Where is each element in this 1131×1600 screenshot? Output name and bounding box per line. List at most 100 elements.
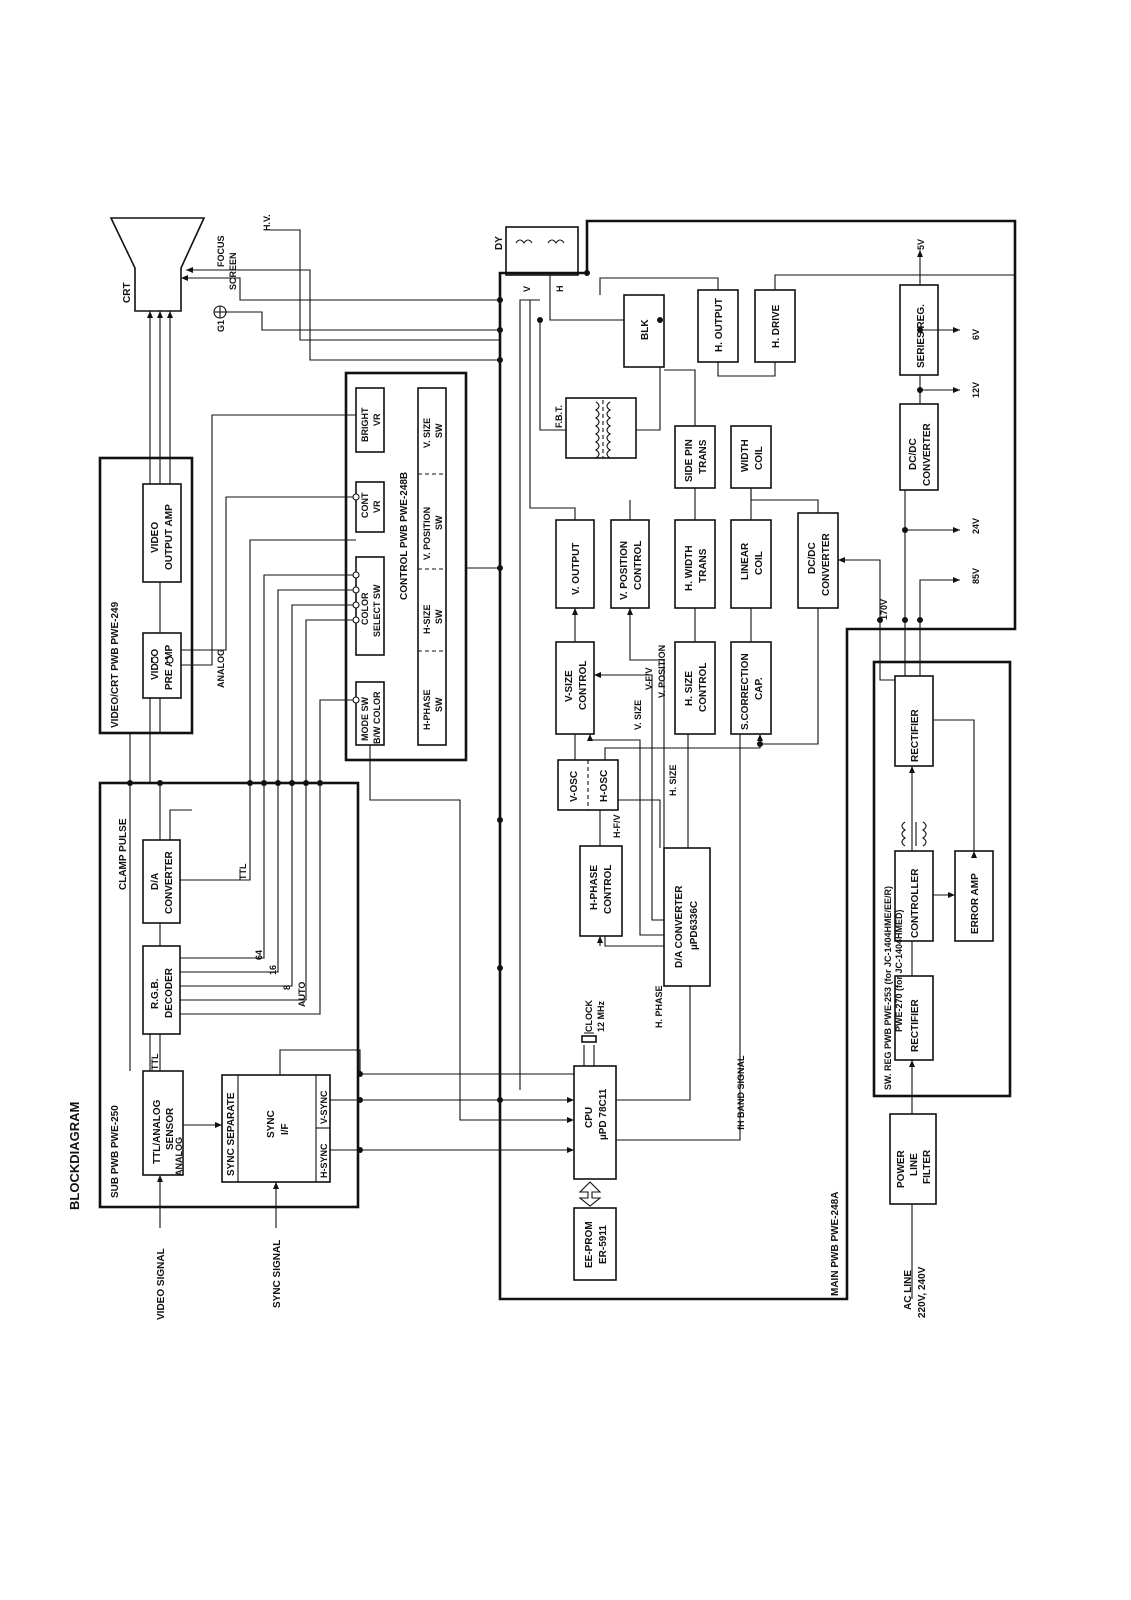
sub-pwb-label: SUB PWB PWE-250 xyxy=(110,1105,121,1198)
bright-vr-label-2: VR xyxy=(372,413,382,426)
h-drive-label: H. DRIVE xyxy=(771,304,782,348)
video-output-amp-block xyxy=(142,483,182,583)
voltage-24-label: 24V xyxy=(971,518,981,534)
power-line-filter-block xyxy=(889,1113,937,1205)
g1-label: G1 xyxy=(216,320,226,332)
s-correction-label-2: CAP. xyxy=(754,677,765,700)
rgb-decoder-block xyxy=(142,945,181,1035)
rectifier-in-block xyxy=(894,975,934,1061)
v-size-signal-label: V. SIZE xyxy=(633,700,643,730)
crt-tube xyxy=(109,217,206,312)
clock-label: CLOCK xyxy=(584,1000,594,1032)
video-crt-pwb-label: VIDEO/CRT PWB PWE-249 xyxy=(110,601,121,728)
dcdc-main-label-2: CONVERTER xyxy=(821,532,832,596)
linear-coil-label: LINEAR xyxy=(740,542,751,580)
linear-coil-label-2: COIL xyxy=(754,551,765,575)
controller-block xyxy=(894,850,934,942)
width-coil-label: WIDTH xyxy=(740,439,751,472)
h-phase-signal-label: H. PHASE xyxy=(654,985,664,1028)
blk-label: BLK xyxy=(640,319,651,340)
cpu-label: CPU xyxy=(584,1107,595,1128)
width-coil-block xyxy=(730,425,772,489)
rgb-decoder-label: R.G.B. xyxy=(150,978,161,1009)
blk-block xyxy=(623,294,665,368)
width-coil-label-2: COIL xyxy=(754,446,765,470)
dy-label: DY xyxy=(494,236,505,250)
video-output-amp-label-2: OUTPUT AMP xyxy=(164,504,175,570)
v-position-control-label: V. POSITION xyxy=(619,541,630,600)
analog-sub-label: ANALOG xyxy=(174,1137,184,1176)
fbt-winding-1 xyxy=(595,401,600,459)
eeprom-block xyxy=(573,1207,617,1281)
da-converter-sub-block xyxy=(142,839,181,924)
h-size-sw-label-2: SW xyxy=(434,609,444,624)
signal-8-label: 8 xyxy=(282,985,292,990)
power-filter-label: POWER xyxy=(896,1149,907,1188)
rectifier-in-label: RECTIFIER xyxy=(910,998,921,1052)
crt-label: CRT xyxy=(122,282,133,303)
color-select-label: COLOR xyxy=(360,592,370,625)
eeprom-label-2: ER-5911 xyxy=(598,1225,609,1264)
cpu-block xyxy=(573,1065,617,1180)
ttl-label: TTL xyxy=(150,1053,160,1070)
dcdc-reg-label-2: CONVERTER xyxy=(922,422,933,486)
series-reg-label: SERIES REG. xyxy=(916,304,927,368)
v-sync-label: V-SYNC xyxy=(319,1090,329,1124)
ac-line-label-2: 220V, 240V xyxy=(917,1266,928,1318)
h-phase-control-block xyxy=(579,845,623,937)
v-position-control-label-2: CONTROL xyxy=(633,541,644,590)
cont-vr-block xyxy=(355,481,385,533)
bright-vr-block xyxy=(355,387,385,453)
h-osc-label: H-OSC xyxy=(599,770,610,802)
ac-line-label: AC LINE xyxy=(903,1270,914,1310)
h-phase-sw-label: H-PHASE xyxy=(422,689,432,730)
v-size-sw-label-2: SW xyxy=(434,423,444,438)
video-output-amp-label: VIDEO xyxy=(150,522,161,553)
fbt-winding-2 xyxy=(606,401,611,459)
ttl-analog-sensor-block xyxy=(142,1070,184,1176)
error-amp-label: ERROR AMP xyxy=(970,873,981,934)
video-pre-amp-label: VIDEO xyxy=(150,649,161,680)
h-size-control-label: H. SIZE xyxy=(684,671,695,706)
v-position-signal-label: V. POSITION xyxy=(657,645,667,698)
voltage-85-label: 85V xyxy=(971,568,981,584)
h-phase-control-label: H-PHASE xyxy=(589,865,600,910)
h-phase-control-label-2: CONTROL xyxy=(603,865,614,914)
clock-label-2: 12 MHz xyxy=(596,1000,606,1032)
video-crt-pwb-board xyxy=(98,456,194,735)
mode-sw-label: MODE SW xyxy=(360,696,370,741)
dy-v-label: V xyxy=(522,286,532,292)
dy-coils xyxy=(515,239,565,244)
v-fv-label: V-F/V xyxy=(644,667,654,690)
da-sub-label: D/A xyxy=(150,873,161,890)
video-signal-label: VIDEO SIGNAL xyxy=(156,1248,167,1320)
crystal-symbol xyxy=(581,1035,597,1043)
control-pwb-label: CONTROL PWB PWE-248B xyxy=(399,472,410,600)
dy-block xyxy=(505,226,579,276)
da-main-label: D/A CONVERTER xyxy=(674,885,685,968)
cont-vr-label: CONT xyxy=(360,492,370,518)
fbt-block xyxy=(565,397,637,459)
s-correction-cap-block xyxy=(730,641,772,735)
ttl-da-label: TTL xyxy=(238,863,248,880)
fh-band-signal-label: fH BAND SIGNAL xyxy=(736,1055,746,1130)
power-filter-label-2: LINE xyxy=(909,1153,920,1176)
signal-wiring xyxy=(129,229,1015,1299)
v-position-sw-label: V. POSITION xyxy=(422,507,432,560)
video-pre-amp-block xyxy=(142,632,182,699)
rgb-decoder-label-2: DECODER xyxy=(164,967,175,1018)
voltage-170-label: 170V xyxy=(879,599,889,620)
sync-if-label-2: I/F xyxy=(280,1123,291,1135)
color-select-label-2: SELECT SW xyxy=(372,584,382,637)
dcdc-main-label: DC/DC xyxy=(807,542,818,574)
h-width-trans-label: H. WIDTH xyxy=(684,545,695,591)
analog-video-label: ANALOG xyxy=(216,649,226,688)
h-fv-label: H-F/V xyxy=(612,815,622,839)
main-pwb-board xyxy=(498,219,1017,1301)
cont-vr-label-2: VR xyxy=(372,500,382,513)
linear-coil-block xyxy=(730,519,772,609)
h-size-signal-label: H. SIZE xyxy=(668,764,678,796)
v-osc-label: V-OSC xyxy=(569,771,580,802)
v-output-label: V. OUTPUT xyxy=(571,543,582,595)
